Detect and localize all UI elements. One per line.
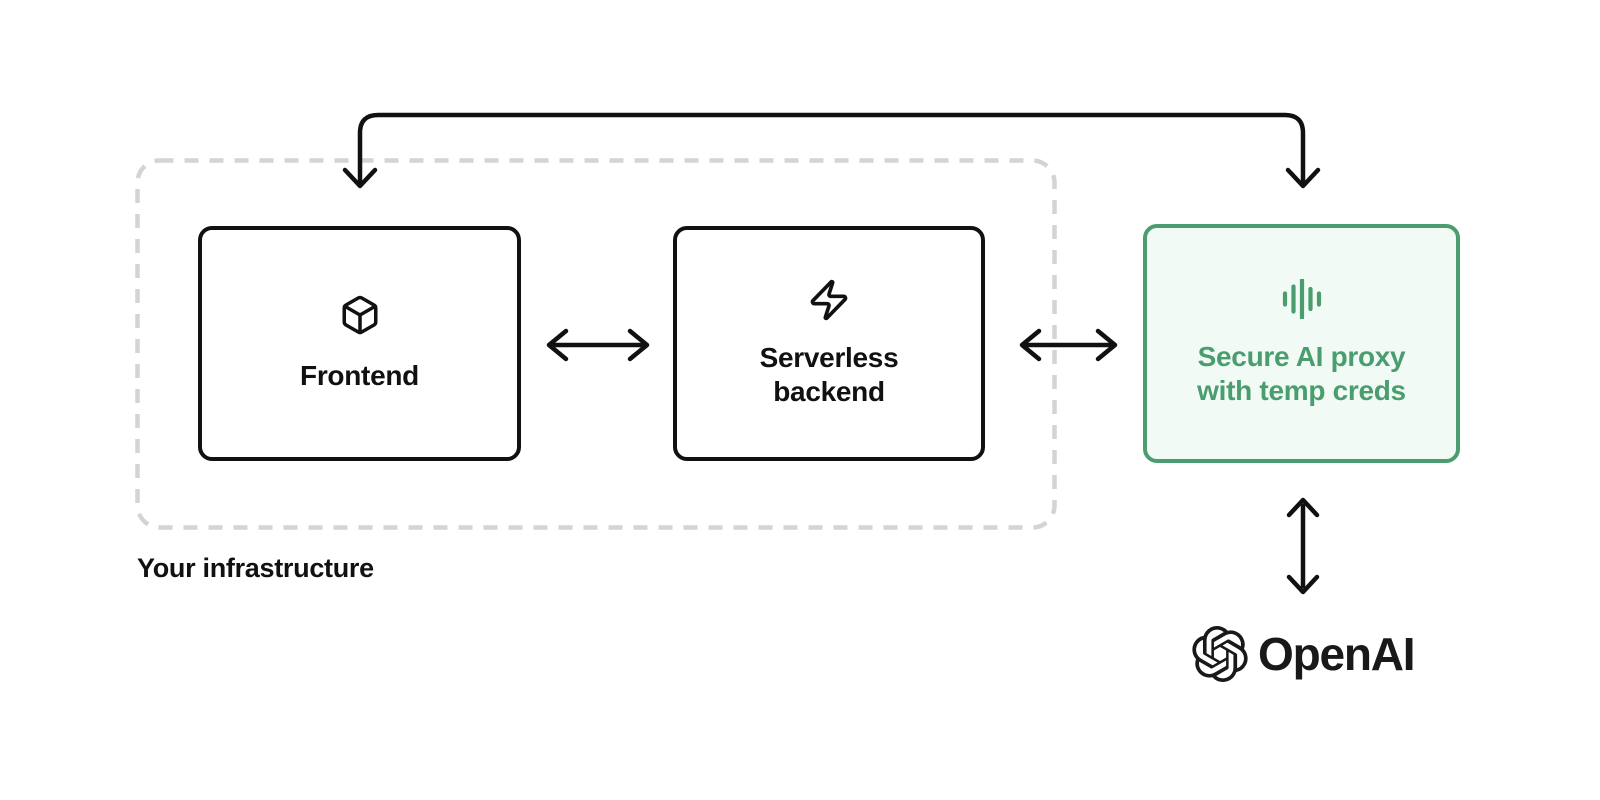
arrowhead-down-icon: [342, 167, 378, 189]
frontend-node: Frontend: [198, 226, 521, 461]
serverless-backend-node: Serverless backend: [673, 226, 985, 461]
audio-waveform-icon: [1282, 277, 1322, 324]
cube-icon: [339, 294, 381, 341]
serverless-backend-label: Serverless backend: [759, 342, 899, 407]
lightning-bolt-icon: [807, 278, 851, 327]
openai-logo-icon: [1192, 626, 1248, 682]
arrowhead-right-icon: [1095, 328, 1118, 362]
backend-proxy-arrow: [1019, 328, 1118, 362]
frontend-proxy-top-arrow: [342, 112, 1321, 189]
arrowhead-up-icon: [1286, 497, 1320, 518]
arrowhead-down-icon: [1286, 574, 1320, 595]
arrowhead-down-icon: [1285, 167, 1321, 189]
secure-proxy-node: Secure AI proxy with temp creds: [1143, 224, 1460, 463]
arrowhead-left-icon: [1019, 328, 1042, 362]
secure-proxy-label: Secure AI proxy with temp creds: [1197, 341, 1406, 406]
arrowhead-left-icon: [546, 328, 569, 362]
frontend-label: Frontend: [300, 360, 419, 391]
openai-wordmark: OpenAI: [1258, 628, 1416, 680]
infrastructure-label: Your infrastructure: [137, 553, 374, 583]
arrowhead-right-icon: [627, 328, 650, 362]
frontend-backend-arrow: [546, 328, 650, 362]
proxy-openai-arrow: [1286, 497, 1320, 595]
openai-logo: OpenAI: [1192, 623, 1416, 685]
